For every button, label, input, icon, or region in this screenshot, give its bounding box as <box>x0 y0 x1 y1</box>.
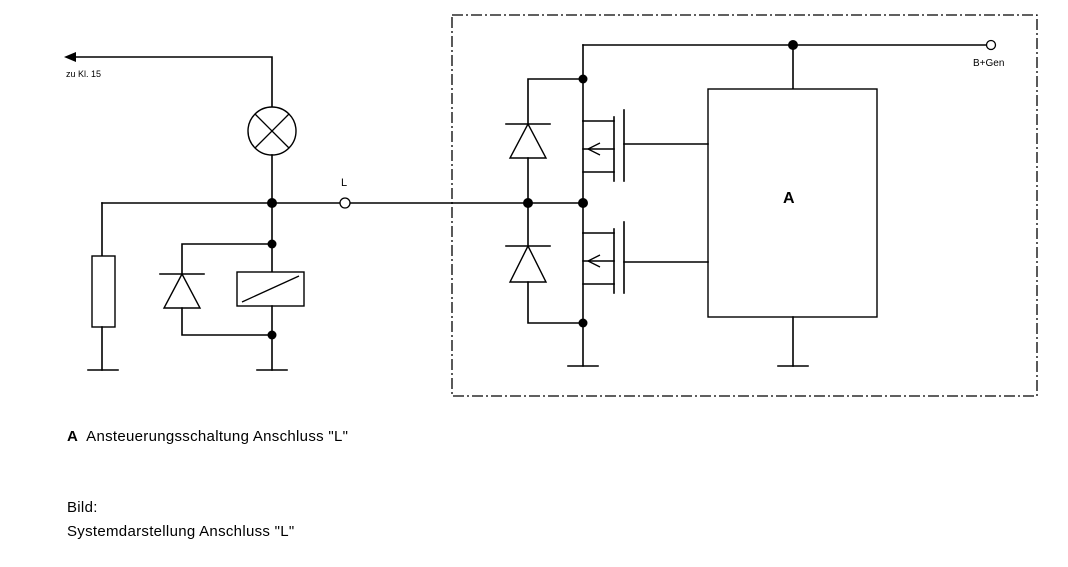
control-block-a-label: A <box>783 190 795 207</box>
figure-label: Bild: <box>67 499 98 516</box>
terminal-b-gen <box>985 39 997 51</box>
legend-key: A <box>67 428 79 445</box>
circuit-diagram: zu Kl. 15 L B+Gen <box>64 14 1038 397</box>
terminal-l <box>339 197 351 209</box>
relay-branch <box>159 202 305 371</box>
kl15-label: zu Kl. 15 <box>66 69 101 79</box>
kl15-arrow-icon <box>64 52 76 62</box>
control-block-a <box>707 88 878 318</box>
figure-title: Systemdarstellung Anschluss "L" <box>67 523 295 540</box>
lower-diode <box>505 244 551 283</box>
kl15-wire <box>64 52 273 108</box>
legend-text: Ansteuerungsschaltung Anschluss "L" <box>86 428 349 445</box>
warning-lamp <box>247 106 297 156</box>
terminal-l-label: L <box>341 177 347 189</box>
control-unit-frame <box>451 14 1038 397</box>
resistor-branch <box>87 202 119 371</box>
resistor <box>91 255 116 328</box>
terminal-b-gen-label: B+Gen <box>973 58 1004 69</box>
flyback-diode <box>159 272 205 309</box>
upper-mosfet <box>582 109 709 182</box>
legend-caption: A Ansteuerungsschaltung Anschluss "L" <box>67 428 348 445</box>
upper-diode <box>505 122 551 159</box>
lower-mosfet <box>582 221 709 294</box>
